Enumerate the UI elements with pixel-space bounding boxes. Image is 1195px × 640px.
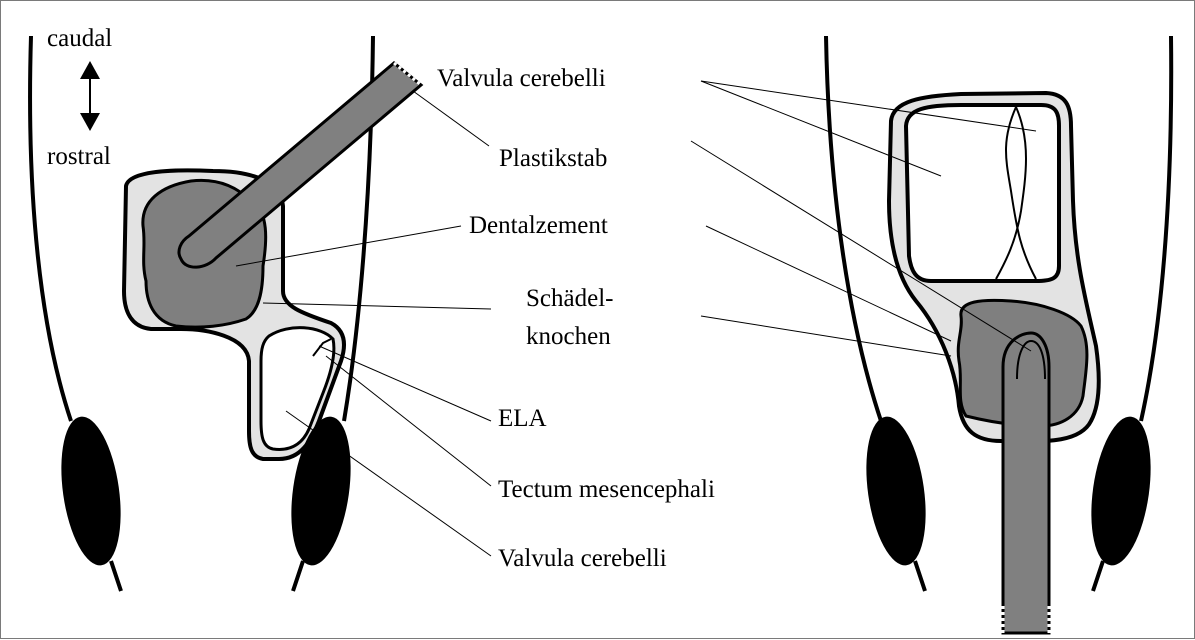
right-eye-right xyxy=(1083,413,1159,569)
left-body-outline-left xyxy=(30,36,71,421)
label-tectum-mesencephali: Tectum mesencephali xyxy=(498,476,715,503)
double-arrow-icon xyxy=(80,61,100,131)
right-valvula-cavity xyxy=(906,105,1059,281)
label-valvula-cerebelli-bottom: Valvula cerebelli xyxy=(498,545,667,572)
right-plastic-rod xyxy=(1003,333,1049,633)
orientation-rostral-label: rostral xyxy=(47,143,111,170)
label-schaedel-line1: Schädel- xyxy=(526,285,613,312)
left-plastic-rod xyxy=(179,63,421,267)
label-plastikstab: Plastikstab xyxy=(499,145,607,172)
label-valvula-cerebelli-top: Valvula cerebelli xyxy=(437,65,606,92)
left-eye-left xyxy=(53,413,129,569)
label-dentalzement: Dentalzement xyxy=(469,212,608,239)
label-ela: ELA xyxy=(498,405,547,432)
label-schaedel-line2: knochen xyxy=(526,323,611,350)
right-eye-left xyxy=(858,413,934,569)
labels: Valvula cerebelli Plastikstab Dentalzeme… xyxy=(437,65,715,572)
right-body-outline-right xyxy=(1141,36,1171,421)
orientation-indicator: caudal rostral xyxy=(47,25,112,170)
orientation-caudal-label: caudal xyxy=(47,25,112,52)
right-body-outline-left xyxy=(826,36,881,421)
